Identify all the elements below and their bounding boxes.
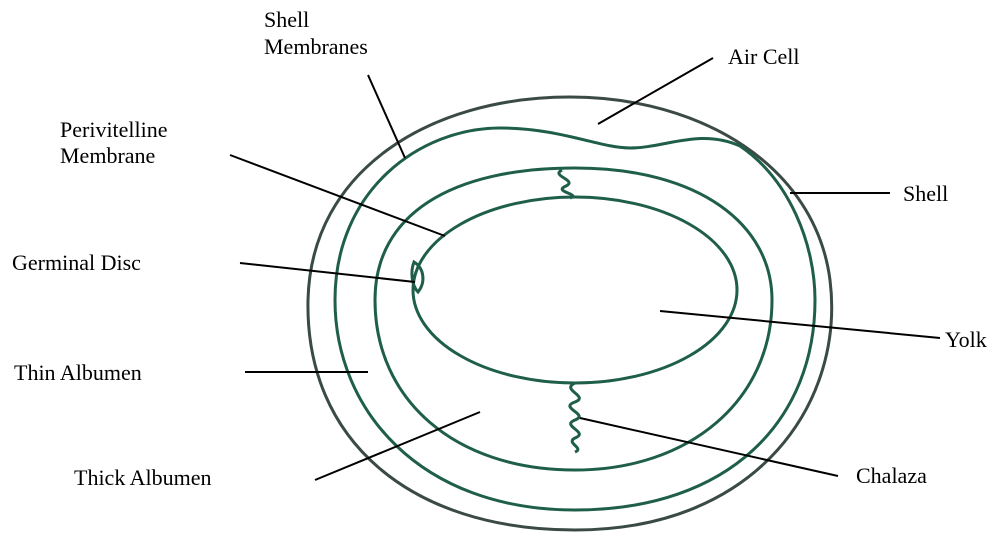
- shell-label: Shell: [903, 181, 948, 206]
- perivitelline-label-line1: Perivitelline: [60, 117, 168, 142]
- shell-membranes-label-line1: Shell: [264, 7, 309, 32]
- thick-albumen-label: Thick Albumen: [74, 465, 211, 490]
- yolk-leader: [660, 311, 940, 338]
- perivitelline-membrane-leader: [230, 155, 445, 236]
- yolk-label: Yolk: [945, 327, 987, 352]
- chalaza-label: Chalaza: [856, 463, 927, 488]
- shell-membranes-label-line2: Membranes: [264, 34, 368, 59]
- germinal-disc-leader: [240, 263, 415, 282]
- germinal-disc-mark: [412, 262, 423, 292]
- germinal-disc-label: Germinal Disc: [12, 250, 141, 275]
- air-cell-leader: [598, 58, 713, 124]
- upper-chalaza: [559, 170, 573, 198]
- perivitelline-label-line2: Membrane: [60, 143, 155, 168]
- lower-chalaza: [570, 383, 579, 452]
- shell-membranes-leader: [368, 75, 405, 158]
- shell-outline: [308, 97, 832, 530]
- thin-albumen-label: Thin Albumen: [14, 360, 142, 385]
- thick-albumen-outline: [375, 168, 772, 470]
- yolk-outline: [413, 197, 737, 383]
- air-cell-label: Air Cell: [728, 44, 800, 69]
